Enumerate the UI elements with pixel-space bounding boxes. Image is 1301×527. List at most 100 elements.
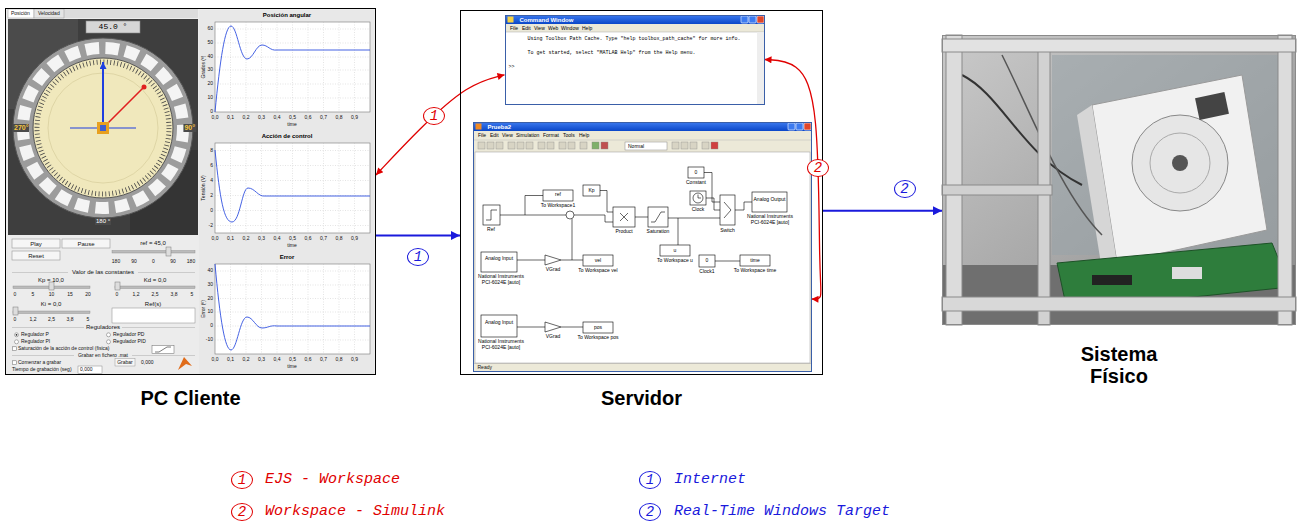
menu-item: File [510,26,518,32]
menu-item: Edit [490,133,499,139]
simulink-symbols [620,213,628,221]
simulink-wires [517,260,545,261]
ui-text: 90 [170,259,176,265]
toolbar-icons [592,142,599,149]
simulink-blocks [483,205,500,225]
client-screenshot [215,150,370,222]
toolbar-icons [496,142,503,149]
physical-system-photo [1150,133,1210,193]
ui-text: Posición [11,11,30,17]
block-label: Analog Output [753,197,787,203]
ui-text: ref = 45,0 [140,240,166,247]
ui-text: Velocidad [38,11,60,17]
callout-number: 1 [423,107,445,125]
block-label: Product [615,229,632,235]
simulink-window-screenshot [788,123,795,130]
ui-text: time [287,243,296,249]
physical-system-photo [1172,155,1188,171]
menu-item: Edit [522,26,531,32]
simulink-symbols [651,212,665,222]
client-screenshot [103,87,144,128]
simulink-window-screenshot [475,152,810,363]
simulink-wires [574,215,613,222]
legend-text: EJS - Workspace [265,471,400,489]
simulink-window-screenshot [476,124,482,130]
ui-text: Saturación de la acción de control (fisi… [18,346,109,352]
physical-system-photo [946,35,962,325]
ui-text: Regulador PD [113,332,144,338]
client-screenshot [6,9,375,374]
ui-text: 0,5 [289,357,296,363]
simulink-blocks [693,193,703,203]
toolbar-icons [601,142,608,149]
ui-text: 0,9 [351,115,358,121]
simulink-wires [572,219,573,260]
client-screenshot [215,264,370,354]
legend-entry: Real-Time Windows Target [674,503,890,521]
ui-text: 0,1 [227,115,234,121]
ui-text: 2,5 [152,292,159,298]
simulink-wires [668,218,720,219]
command-window-screenshot [749,16,756,23]
client-screenshot [49,282,54,290]
physical-system-photo [942,297,1296,311]
physical-system-photo [962,75,1082,185]
ui-text: 0,2 [243,357,250,363]
ui-text: 0,0 [212,357,219,363]
simulink-wires [704,173,720,203]
ui-text: 4 [210,178,213,184]
client-screenshot [215,26,370,112]
simulink-blocks [545,255,561,265]
legend-entry: Internet [674,471,746,489]
ui-text: 60 [207,26,213,32]
window-title: Prueba2 [488,124,512,131]
legend-text: Real-Time Windows Target [674,503,890,521]
menu-item: File [478,133,486,139]
simulink-window-screenshot [473,122,812,372]
block-label: ref [555,192,561,198]
simulink-blocks [660,245,690,256]
callout-number: 2 [231,503,253,521]
menu-item: Web [548,26,558,32]
simulink-window-screenshot [473,140,812,141]
physical-system-photo [1002,55,1102,235]
client-screenshot [97,122,109,134]
ui-text: 10 [207,95,213,101]
client-screenshot [115,286,195,289]
simulink-blocks [752,192,787,212]
client-screenshot [100,125,106,131]
ui-text: Regulador P [21,332,49,338]
menu-item: Help [579,133,589,139]
ui-text: 0 [210,323,213,329]
ui-text: 0,7 [320,236,327,242]
server-background [460,10,823,375]
ui-text: 0,1 [227,236,234,242]
ui-text: Regulador PI [21,339,50,345]
ui-text: 6 [210,163,213,169]
simulink-wires [600,191,613,213]
ui-text: 3,8 [67,317,74,323]
physical-system-photo [1092,275,1132,285]
simulink-wires [517,327,545,328]
connector [823,210,942,212]
command-window-screenshot [741,16,748,23]
ui-text: 2,5 [48,317,55,323]
legend-entry: EJS - Workspace [265,471,400,489]
legend-text: Workspace - Simulink [265,503,445,521]
connector [376,234,460,236]
toolbar-icons [478,142,485,149]
block-label: pos [594,325,602,331]
simulink-blocks [688,167,704,178]
simulink-blocks [699,255,715,267]
chart-title: Acción de control [262,133,313,140]
ui-text: 2 [210,193,213,199]
client-screenshot [13,38,193,218]
window-title: Command Window [520,17,574,24]
physical-system-photo [1092,75,1267,263]
ui-text: 1,2 [133,292,140,298]
panel-heading: Sistema Físico [1064,343,1174,387]
simulink-window-screenshot [804,123,811,130]
dial-label: 270° [13,124,29,132]
ui-text: 0,000 [141,360,154,366]
